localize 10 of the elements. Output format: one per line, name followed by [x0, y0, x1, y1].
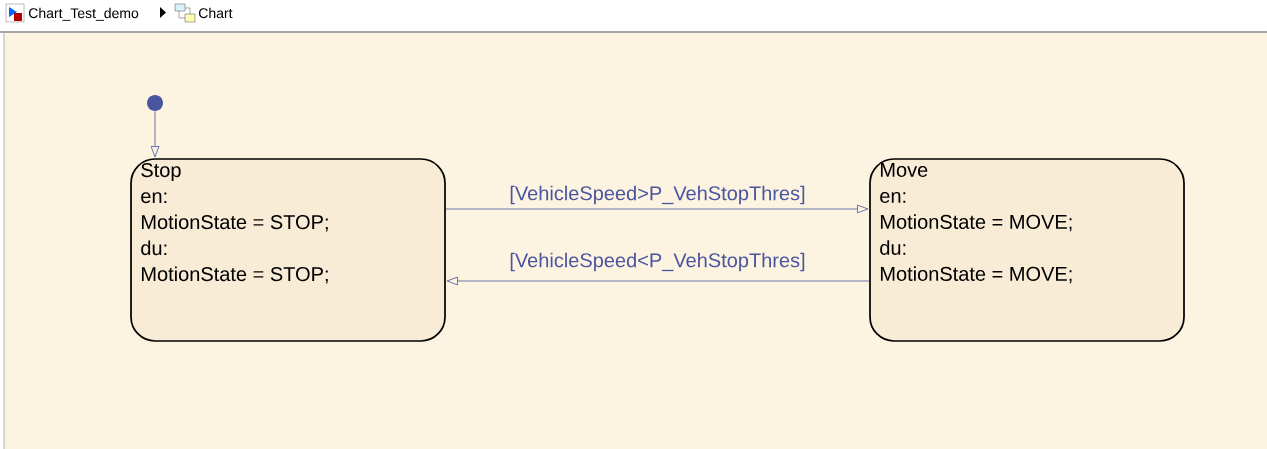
edge-label: [VehicleSpeed>P_VehStopThres] — [510, 185, 805, 205]
state-box: Move en: MotionState = MOVE; du: MotionState = MOVE; — [869, 158, 1185, 342]
breadcrumb-text: Chart — [199, 7, 233, 19]
arrow — [446, 276, 870, 286]
edge-label: [VehicleSpeed<P_VehStopThres] — [510, 252, 805, 272]
arrow — [445, 204, 869, 214]
arrow — [150, 110, 160, 158]
state-box: Stop en: MotionState = STOP; du: MotionState = STOP; — [130, 158, 446, 342]
initial-state-dot — [147, 95, 163, 111]
breadcrumb-text: Chart_Test_demo — [29, 7, 139, 21]
